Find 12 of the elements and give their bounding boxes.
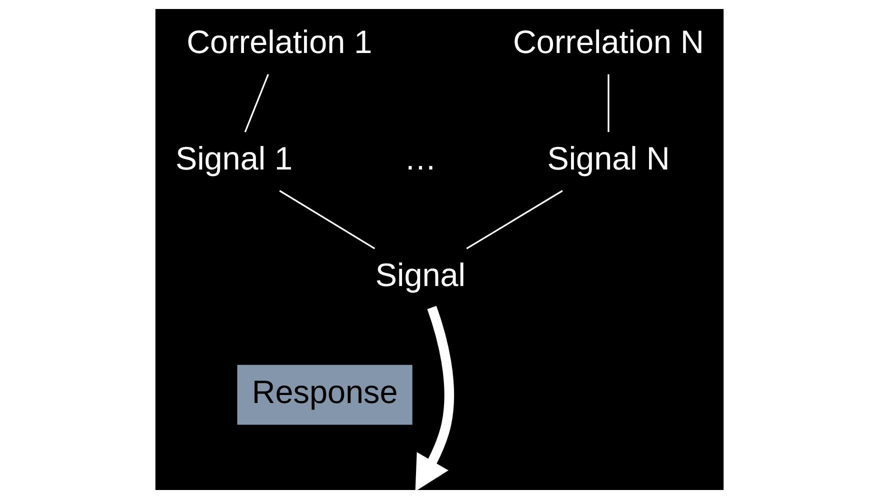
- connector: [244, 74, 269, 132]
- arrow: [415, 305, 454, 490]
- node-text: Correlation N: [513, 23, 704, 60]
- node-text: Signal N: [547, 140, 670, 176]
- node-text: Correlation 1: [186, 23, 372, 60]
- connector: [608, 74, 610, 132]
- node-text: Signal: [375, 256, 466, 293]
- connector: [279, 190, 376, 249]
- node-box: Response: [237, 364, 412, 424]
- label: …: [404, 140, 437, 176]
- connector: [466, 190, 563, 249]
- node-text: Signal 1: [175, 140, 293, 176]
